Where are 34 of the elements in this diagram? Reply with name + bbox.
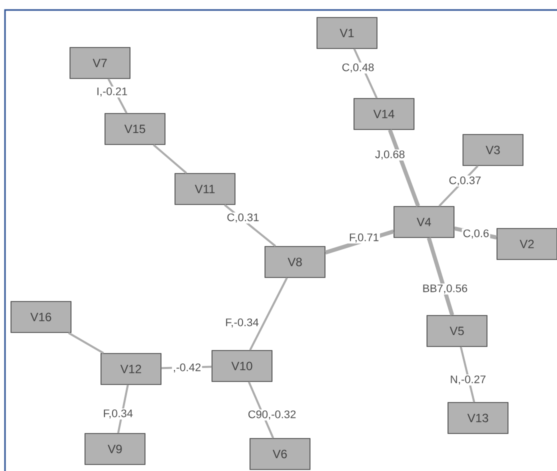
- edge-label: C,0.31: [226, 212, 260, 224]
- connector-line: [152, 144, 188, 174]
- connector-line: [68, 332, 104, 354]
- node-box: V3: [462, 134, 524, 166]
- edge-label: J,0.68: [374, 149, 406, 161]
- node-box: V10: [212, 350, 272, 382]
- edge-label: F,-0.34: [224, 317, 260, 329]
- edge-label: C90,-0.32: [246, 409, 298, 421]
- edge-label: F,0.34: [102, 408, 134, 420]
- node-box: V2: [496, 228, 557, 260]
- connector-line: [426, 237, 454, 316]
- node-box: V7: [70, 47, 130, 79]
- node-box: V8: [264, 246, 326, 278]
- node-box: V14: [354, 98, 414, 130]
- edge-label: N,-0.27: [448, 374, 488, 386]
- edge-label: ,-0.42: [172, 362, 202, 374]
- node-box: V13: [448, 402, 508, 434]
- edge-label: C,0.48: [340, 62, 376, 74]
- connector-line: [388, 129, 420, 207]
- node-box: V5: [426, 315, 488, 347]
- edge-label: BB7,0.56: [421, 283, 469, 295]
- connector-line: [249, 277, 288, 351]
- node-box: V11: [174, 173, 236, 205]
- edge-label: I,-0.21: [95, 86, 129, 98]
- node-box: V6: [250, 438, 310, 470]
- edge-label: C,0.6: [462, 228, 490, 240]
- node-box: V12: [100, 353, 162, 385]
- edge-label: F,0.71: [348, 232, 380, 244]
- node-box: V16: [10, 301, 72, 333]
- node-box: V1: [316, 17, 378, 49]
- edge-label: C,0.37: [448, 175, 482, 187]
- node-box: V9: [84, 433, 146, 465]
- node-box: V4: [394, 206, 454, 238]
- node-box: V15: [104, 113, 166, 145]
